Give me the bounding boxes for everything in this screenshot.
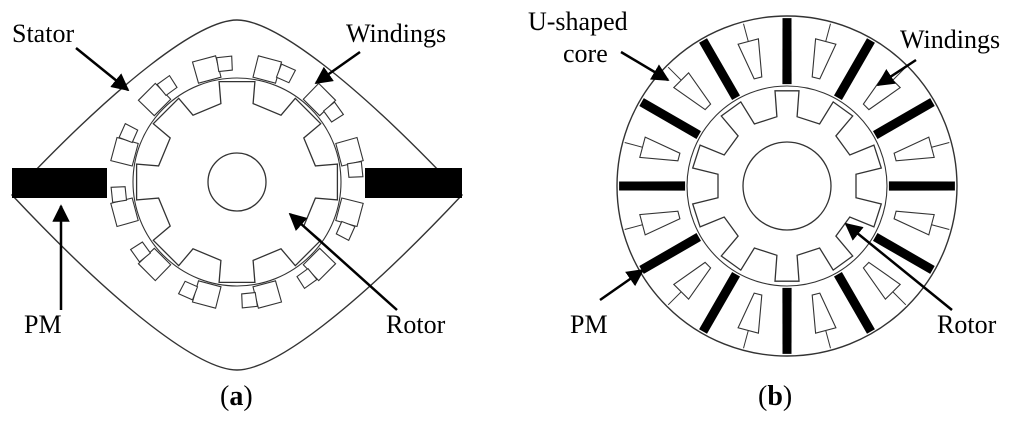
panel-b-magnet [639,233,701,274]
panel-b-magnet [639,98,701,139]
label-windings-a: Windings [346,19,446,48]
label-pm-a: PM [24,310,62,339]
label-rotor-a: Rotor [386,310,446,339]
panel-a-stator-tooth [252,55,283,84]
panel-b-magnet [834,38,875,100]
panel-b-magnet [873,98,935,139]
label-stator: Stator [12,19,74,48]
panel-b-magnet [873,233,935,274]
panel-b-winding-slot [893,210,935,236]
panel-a-stator-tooth [335,197,364,228]
panel-a-pm-left [12,168,107,198]
panel-a-winding-slot [275,63,297,84]
panel-b-magnet [834,272,875,334]
panel-b-magnet [699,38,740,100]
arrow-rotor-b [844,222,953,311]
panel-b-magnet [888,181,955,191]
panel-b-winding-slot [737,38,763,80]
label-pm-b: PM [570,310,608,339]
panel-a-stator-tooth [191,280,222,309]
arrow-pm-b [599,268,645,302]
label-ucore-line1: U-shaped [528,7,628,36]
panel-a-diagram [11,19,463,371]
panel-b-ucores-and-magnets [619,18,955,354]
panel-a-stator-tooth [191,55,222,84]
panel-a-winding-slot [322,101,345,123]
panel-a-stator-tooth [335,136,364,167]
panel-a-winding-slot [241,291,259,309]
panel-a-winding-slot [335,220,356,242]
caption-b: (b) [758,381,792,412]
panel-a-stator-teeth [110,55,364,309]
panel-b-winding-slot [672,71,712,111]
panel-a-winding-slot [215,55,233,73]
panel-a-winding-slot [118,122,139,144]
panel-a-pm-right [365,168,462,198]
panel-b-diagram [616,15,958,357]
panel-b-winding-slot [639,136,681,162]
panel-b-winding-slot [862,261,902,301]
panel-b-winding-slot [672,261,712,301]
panel-b-winding-slot [639,210,681,236]
panel-a-winding-slot [177,280,199,301]
arrow-stator [75,47,130,92]
panel-a-stator-tooth [110,197,139,228]
panel-b-winding-slot [811,292,837,334]
panel-a-winding-slot [156,74,178,97]
panel-a-stator-tooth [252,280,283,309]
panel-a-winding-slot [346,160,364,178]
panel-a-winding-slot [129,241,152,263]
panel-a-winding-slot [296,267,318,290]
panel-a-stator-tooth [110,136,139,167]
panel-b-shaft [742,141,832,231]
panel-b-magnet [619,181,686,191]
label-ucore-line2: core [563,39,608,68]
panel-a-airgap-ring [132,77,342,287]
panel-b-magnet [699,272,740,334]
panel-b-winding-slot [893,136,935,162]
panel-b-winding-slot [737,292,763,334]
panel-b-winding-slot [811,38,837,80]
arrow-windings-a [314,50,361,85]
label-windings-b: Windings [900,25,1000,54]
label-rotor-b: Rotor [937,310,997,339]
panel-a-shaft [207,152,267,212]
panel-b-magnet [782,18,792,85]
arrow-rotor-a [288,212,398,311]
panel-a-winding-slot [110,186,128,204]
arrow-ucore [620,50,670,82]
arrow-windings-b [876,58,917,87]
panel-b-airgap-ring [686,85,888,287]
panel-b-magnet [782,287,792,354]
caption-a: (a) [220,381,253,412]
